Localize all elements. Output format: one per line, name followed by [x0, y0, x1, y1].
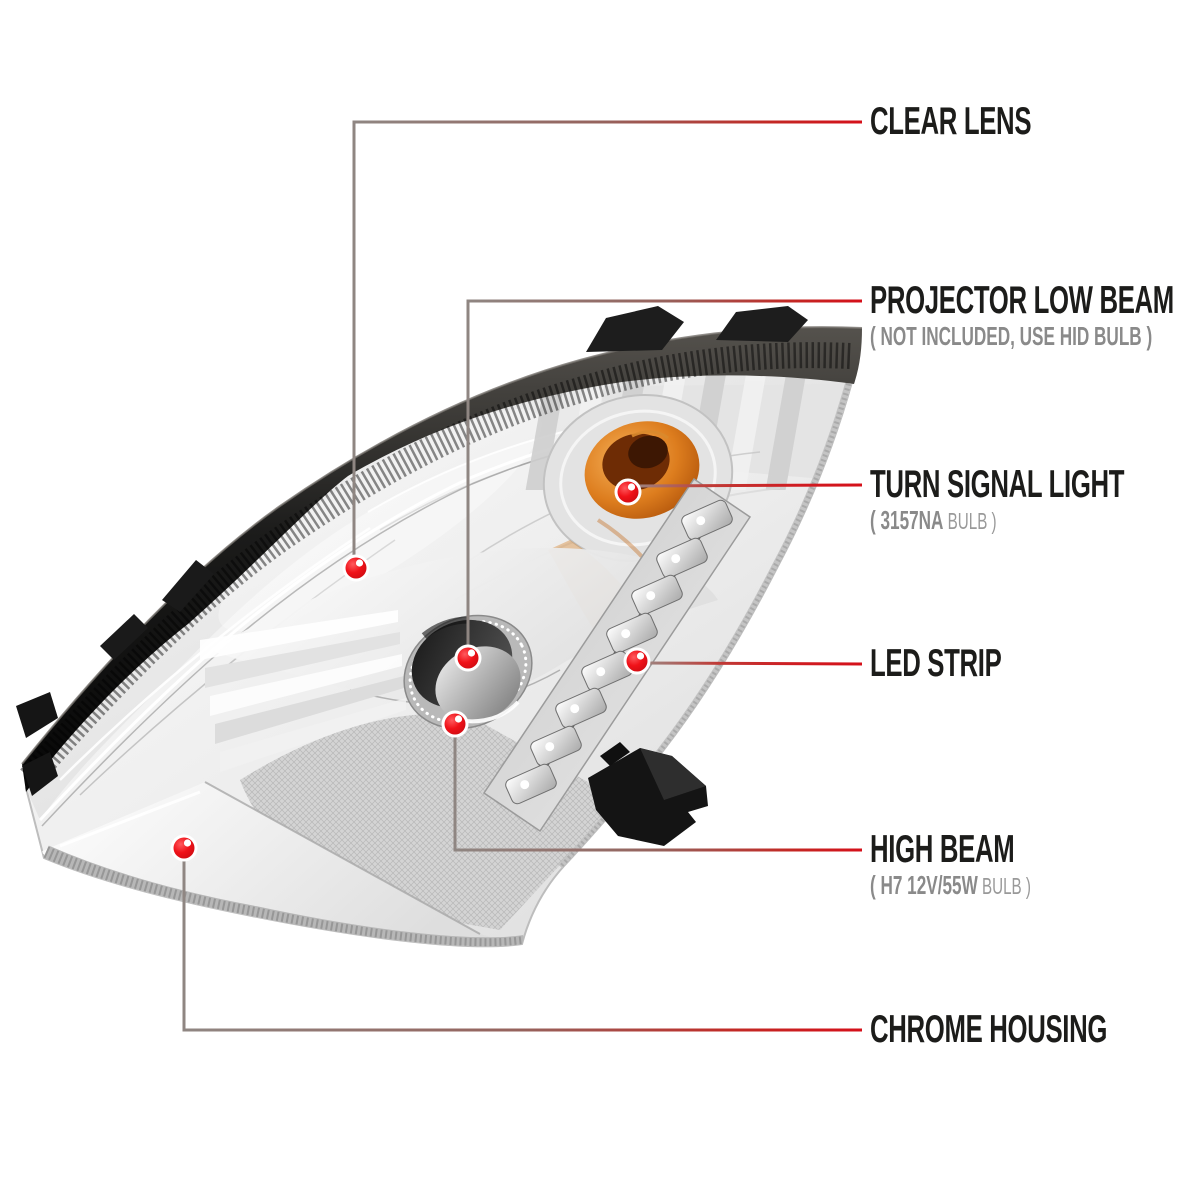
mounting-tab — [100, 614, 148, 660]
callout-dot-chrome-housing — [170, 834, 198, 862]
callout-label-clear-lens: CLEAR LENS — [870, 102, 1114, 142]
trim-tab — [716, 306, 808, 342]
mounting-tab — [16, 692, 58, 738]
high-beam-bulb-note: ( H7 12V/55W BULB ) — [870, 870, 1031, 900]
leader-line-led-strip — [641, 661, 863, 666]
mounting-tab — [22, 752, 58, 796]
callout-label-led-strip: LED STRIP — [870, 644, 1069, 684]
led-strip-band — [482, 477, 752, 833]
bottom-rim — [43, 845, 526, 947]
callout-label-chrome-housing: CHROME HOUSING — [870, 1010, 1200, 1050]
callout-dot-high-beam — [441, 710, 469, 738]
leader-line-turn-signal-light — [631, 483, 863, 488]
callout-dot-turn-signal-light — [614, 478, 642, 506]
callout-dot-led-strip — [623, 647, 651, 675]
mounting-tab — [162, 560, 214, 612]
leader-line-chrome-housing — [182, 848, 862, 1032]
callout-dot-clear-lens — [342, 554, 370, 582]
callout-label-turn-signal-light: TURN SIGNAL LIGHT ( 3157NA BULB ) — [870, 465, 1200, 535]
leader-line-high-beam — [453, 724, 862, 852]
clear-lens-label: CLEAR LENS — [870, 100, 1032, 143]
high-beam-label: HIGH BEAM — [870, 828, 1015, 871]
lower-facet — [40, 781, 522, 947]
callout-label-high-beam: HIGH BEAM ( H7 12V/55W BULB ) — [870, 830, 1114, 900]
projector-low-beam-label: PROJECTOR LOW BEAM — [870, 279, 1174, 322]
mounting-bracket — [588, 742, 708, 846]
turn-signal-light-label: TURN SIGNAL LIGHT — [870, 463, 1125, 506]
projector-low-beam-note: ( NOT INCLUDED, USE HID BULB ) — [870, 321, 1153, 351]
leader-line-projector-low-beam — [466, 299, 862, 658]
turn-signal-bulb-note: ( 3157NA BULB ) — [870, 505, 997, 535]
housing-top-trim — [16, 306, 863, 796]
chrome-housing-label: CHROME HOUSING — [870, 1008, 1108, 1051]
led-strip-label: LED STRIP — [870, 642, 1002, 685]
leader-line-clear-lens — [352, 120, 862, 568]
callout-label-projector-low-beam: PROJECTOR LOW BEAM ( NOT INCLUDED, USE H… — [870, 279, 1200, 351]
callout-dot-projector-low-beam — [454, 644, 482, 672]
trim-tab — [586, 306, 684, 352]
led-cells — [505, 499, 733, 805]
reflector-fins — [200, 610, 406, 772]
